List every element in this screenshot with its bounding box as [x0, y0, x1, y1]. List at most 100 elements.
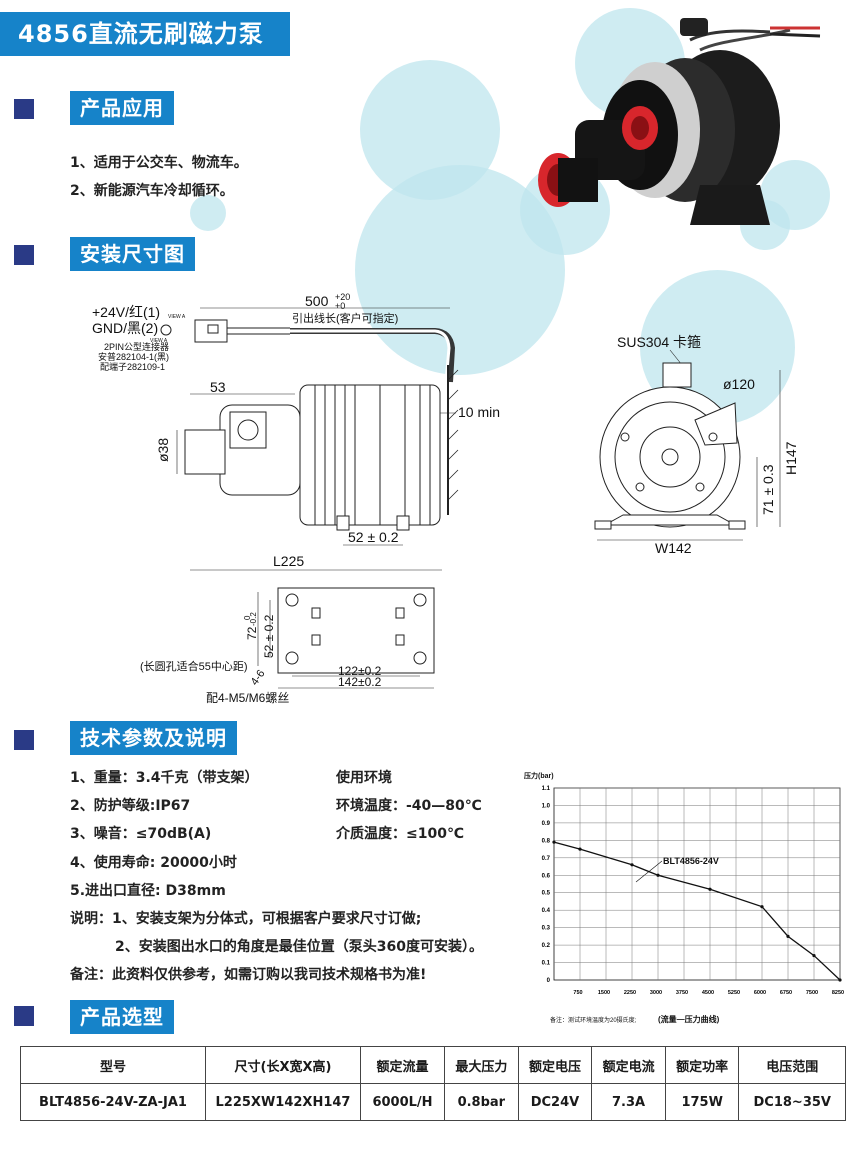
section-marker	[14, 730, 34, 750]
cable-note: 引出线长(客户可指定)	[292, 311, 398, 325]
x-tick-label: 6750	[780, 990, 792, 996]
slot-note: (长圆孔适合55中心距)	[140, 659, 248, 673]
table-header-cell: 最大压力	[444, 1046, 519, 1084]
x-tick-label: 3000	[650, 990, 662, 996]
cable-tolerance: +0	[335, 301, 345, 311]
dim-72: 72	[245, 626, 259, 640]
dim-l225: L225	[273, 553, 304, 569]
y-tick-label: 0.7	[542, 856, 551, 862]
table-cell: DC24V	[517, 1083, 593, 1121]
y-tick-label: 0	[547, 978, 551, 984]
section-title-install: 安装尺寸图	[70, 237, 195, 271]
table-header-cell: 额定电流	[591, 1046, 666, 1084]
table-header-cell: 额定电压	[517, 1046, 593, 1084]
data-point	[786, 934, 790, 938]
dim-52-base: 52 ± 0.2	[262, 614, 276, 658]
x-tick-label: 8250	[832, 990, 844, 996]
data-point	[838, 978, 842, 982]
y-tick-label: 0.9	[542, 821, 551, 827]
x-tick-label: 1500	[598, 990, 610, 996]
table-cell: BLT4856-24V-ZA-JA1	[20, 1083, 206, 1121]
data-point	[812, 953, 816, 958]
tech-note: 2、安装图出水口的角度是最佳位置（泵头360度可安装）。	[115, 939, 483, 955]
connector-label: 配端子282109-1	[100, 361, 165, 372]
x-tick-label: 750	[573, 990, 582, 996]
y-tick-label: 0.2	[542, 943, 551, 949]
y-tick-label: 1.1	[542, 786, 551, 792]
y-tick-label: 0.3	[542, 926, 551, 932]
x-tick-label: 6000	[754, 990, 766, 996]
tech-remark: 备注：此资料仅供参考，如需订购以我司技术规格书为准!	[70, 967, 427, 983]
table-row: BLT4856-24V-ZA-JA1 L225XW142XH147 6000L/…	[20, 1083, 846, 1121]
section-title-selection: 产品选型	[70, 1000, 174, 1034]
wire-gnd-label: GND/黑(2)	[92, 320, 158, 336]
tech-item: 4、使用寿命: 20000小时	[70, 855, 237, 871]
chart-title: (流量—压力曲线)	[658, 1014, 720, 1024]
y-tick-label: 0.4	[542, 908, 551, 914]
dim-h71: 71 ± 0.3	[760, 464, 776, 515]
tech-item: 1、重量：3.4千克（带支架）	[70, 770, 259, 786]
wire-pos-label: +24V/红(1)	[92, 304, 160, 320]
table-cell: 0.8bar	[444, 1083, 519, 1121]
page-title: 4856直流无刷磁力泵	[0, 12, 290, 56]
x-tick-label: 3750	[676, 990, 688, 996]
connector-label: 2PIN公型连接器	[104, 341, 169, 352]
y-tick-label: 0.8	[542, 838, 551, 844]
data-point	[656, 873, 660, 877]
y-tick-label: 0.6	[542, 873, 551, 879]
data-point	[552, 840, 556, 844]
table-header-cell: 电压范围	[738, 1046, 846, 1084]
dim-d120: ø120	[723, 376, 755, 392]
min-gap: 10 min	[458, 404, 500, 420]
table-header-cell: 尺寸(长X宽X高)	[205, 1046, 361, 1084]
dim-122: 122±0.2	[338, 664, 382, 678]
data-point	[708, 887, 712, 891]
dim-38: ø38	[155, 438, 171, 462]
env-title: 使用环境	[336, 770, 392, 786]
data-point	[630, 863, 634, 867]
table-cell: 7.3A	[591, 1083, 666, 1121]
chart-note: 备注：测试环境温度为20摄氏度;	[550, 1016, 637, 1024]
view-a-label: VIEW A	[168, 314, 186, 320]
section-marker	[14, 245, 34, 265]
cable-length: 500	[305, 293, 329, 309]
dim-142: 142±0.2	[338, 675, 382, 689]
section-title-application: 产品应用	[70, 91, 174, 125]
x-tick-label: 4500	[702, 990, 714, 996]
application-item: 2、新能源汽车冷却循环。	[70, 183, 234, 199]
application-item: 1、适用于公交车、物流车。	[70, 155, 248, 171]
plot-area	[553, 787, 841, 981]
series-label: BLT4856-24V	[663, 856, 719, 866]
front-view-drawing: SUS304 卡箍 ø120 H147 71 ± 0.3 W142	[594, 334, 799, 556]
section-title-tech: 技术参数及说明	[70, 721, 237, 755]
table-cell: DC18~35V	[738, 1083, 846, 1121]
y-tick-label: 0.5	[542, 891, 551, 897]
clamp-label: SUS304 卡箍	[617, 334, 701, 350]
dim-72-tol: 0	[243, 615, 252, 620]
chart-ylabel: 压力(bar)	[524, 771, 554, 780]
y-tick-label: 1.0	[542, 803, 551, 809]
table-header-cell: 额定流量	[359, 1046, 446, 1084]
data-point	[760, 905, 764, 909]
tech-item: 2、防护等级:IP67	[70, 798, 191, 814]
dim-72-tol: -0.2	[249, 612, 258, 626]
env-item: 环境温度：-40—80℃	[336, 798, 482, 814]
flow-pressure-chart: 压力(bar) 0.10.20.30.40.50.60.70.80.91.01.…	[524, 771, 844, 1024]
table-cell: L225XW142XH147	[205, 1083, 361, 1121]
bg-bubble	[190, 195, 226, 231]
dim-w142: W142	[655, 540, 692, 556]
data-point	[578, 847, 582, 851]
dim-53: 53	[210, 379, 226, 395]
section-marker	[14, 1006, 34, 1026]
table-cell: 6000L/H	[359, 1083, 446, 1121]
dim-52: 52 ± 0.2	[348, 529, 399, 545]
table-header-cell: 型号	[20, 1046, 206, 1084]
x-tick-label: 5250	[728, 990, 740, 996]
table-header-row: 型号 尺寸(长X宽X高) 额定流量 最大压力 额定电压 额定电流 额定功率 电压…	[20, 1046, 846, 1084]
cable-tolerance: +20	[335, 292, 350, 302]
x-tick-label: 2250	[624, 990, 636, 996]
connector-label: 安普282104-1(黑)	[98, 351, 169, 362]
table-header-cell: 额定功率	[664, 1046, 740, 1084]
selection-table: 型号 尺寸(长X宽X高) 额定流量 最大压力 额定电压 额定电流 额定功率 电压…	[20, 1046, 846, 1121]
tech-item: 5.进出口直径: D38mm	[70, 883, 226, 899]
